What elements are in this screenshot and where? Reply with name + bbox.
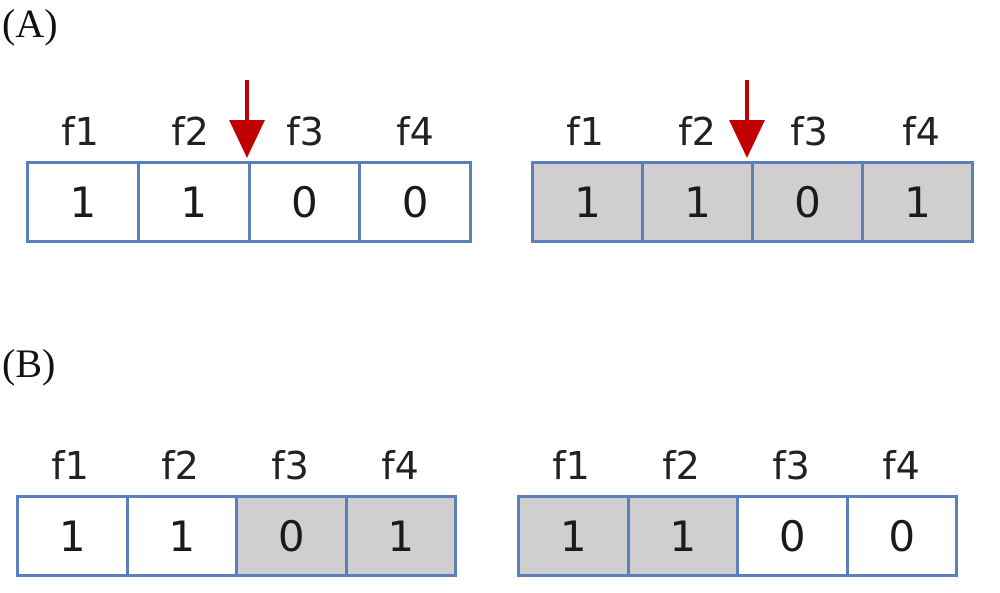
gene-header: f4 [902,110,940,154]
chromosome-b2: f1 f2 f3 f4 1 1 0 0 [517,437,958,577]
gene-header: f1 [61,110,99,154]
arrow-down-icon [729,80,765,158]
gene-header: f2 [171,110,209,154]
gene-header: f3 [286,110,324,154]
chromosome-a1: f1 f2 f3 f4 1 1 0 0 [26,103,472,243]
gene-cells: 1 1 0 0 [26,161,472,243]
gene-headers: f1 f2 f3 f4 [531,103,974,161]
gene-header: f3 [790,110,828,154]
gene-cell: 0 [845,498,955,574]
gene-cell: 1 [534,164,641,240]
gene-cell: 1 [641,164,751,240]
gene-header: f1 [552,444,590,488]
section-b-label: (B) [2,341,56,386]
gene-cells: 1 1 0 1 [531,161,974,243]
gene-header: f3 [271,444,309,488]
section-a-label: (A) [2,1,58,46]
gene-cell: 0 [358,164,469,240]
gene-header: f2 [678,110,716,154]
gene-cell: 1 [136,164,248,240]
gene-header: f4 [396,110,434,154]
gene-cell: 0 [751,164,861,240]
arrow-down-icon [229,80,265,158]
gene-header: f4 [882,444,920,488]
gene-headers: f1 f2 f3 f4 [517,437,958,495]
gene-cells: 1 1 0 0 [517,495,958,577]
chromosome-a2: f1 f2 f3 f4 1 1 0 1 [531,103,974,243]
gene-header: f2 [662,444,700,488]
gene-cell: 1 [626,498,736,574]
gene-cell: 0 [736,498,846,574]
gene-headers: f1 f2 f3 f4 [16,437,457,495]
gene-cell: 1 [29,164,137,240]
gene-header: f4 [381,444,419,488]
gene-cells: 1 1 0 1 [16,495,457,577]
gene-cell: 1 [344,498,454,574]
gene-header: f2 [161,444,199,488]
gene-header: f1 [566,110,604,154]
gene-cell: 0 [247,164,359,240]
gene-cell: 1 [19,498,126,574]
gene-cell: 0 [235,498,345,574]
gene-cell: 1 [520,498,627,574]
gene-cell: 1 [125,498,235,574]
gene-headers: f1 f2 f3 f4 [26,103,472,161]
gene-header: f1 [51,444,89,488]
chromosome-b1: f1 f2 f3 f4 1 1 0 1 [16,437,457,577]
gene-cell: 1 [861,164,971,240]
gene-header: f3 [772,444,810,488]
